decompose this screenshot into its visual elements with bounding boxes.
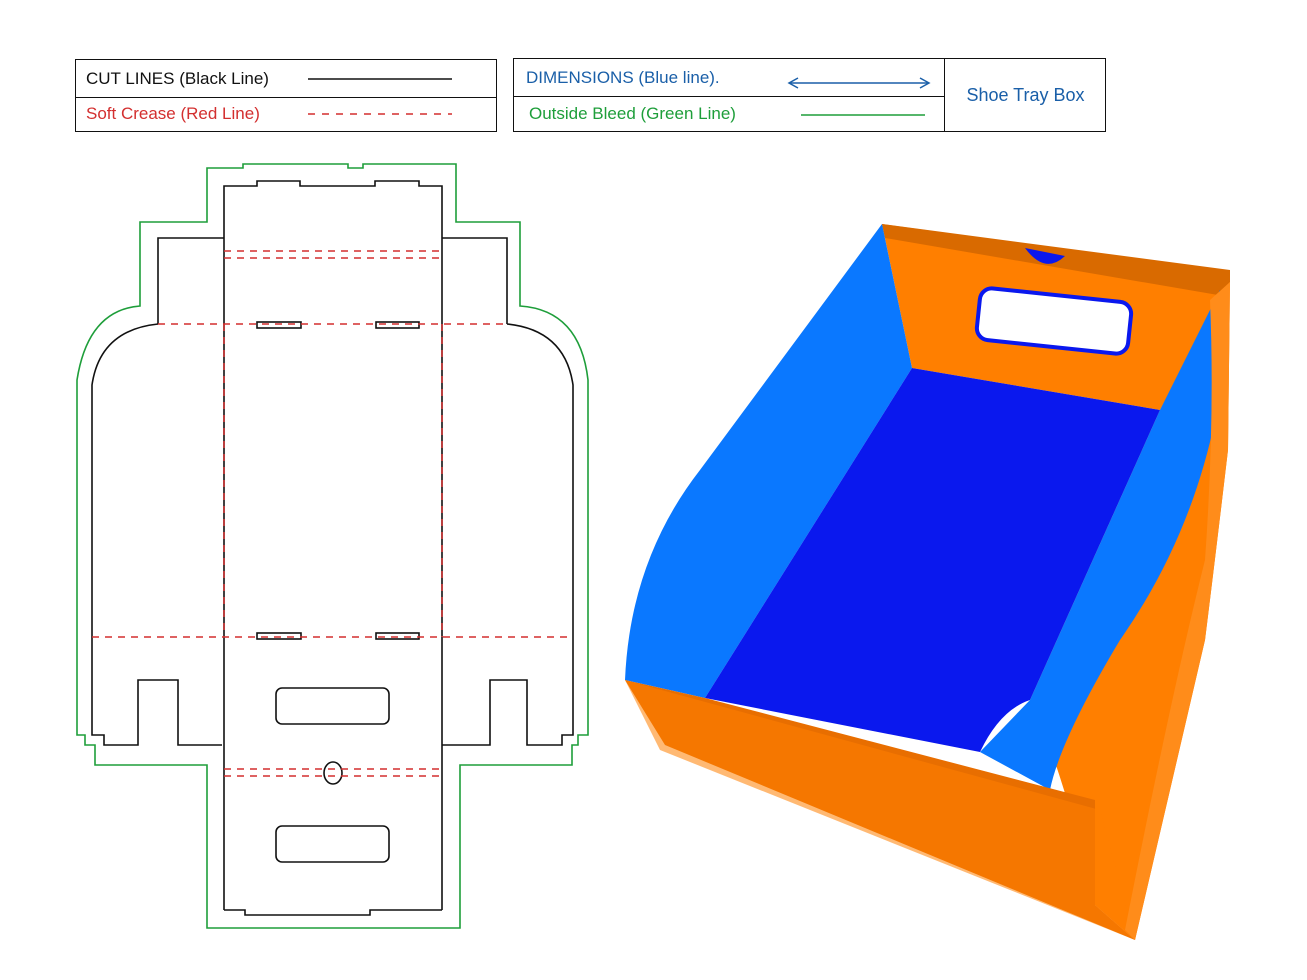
tray-thumb-notch <box>1025 248 1065 264</box>
legend-row-cut-lines: CUT LINES (Black Line) <box>76 60 496 98</box>
crease-lines <box>92 250 573 777</box>
legend-row-soft-crease: Soft Crease (Red Line) <box>76 97 496 131</box>
legend-row-dimensions: DIMENSIONS (Blue line). <box>514 59 944 97</box>
tray-right-inner-wall <box>980 290 1220 790</box>
dimension-arrow-sample <box>787 77 931 89</box>
tray-3d-render <box>625 224 1230 940</box>
legend-table-right: DIMENSIONS (Blue line). Outside Bleed (G… <box>513 58 1106 132</box>
product-title: Shoe Tray Box <box>966 84 1085 105</box>
dieline-drawing <box>76 163 589 929</box>
bleed-line-sample <box>801 114 925 116</box>
tray-floor <box>705 368 1160 752</box>
cut-lines <box>91 180 574 916</box>
tray-left-inner-wall <box>625 224 912 698</box>
cut-lines-label: CUT LINES (Black Line) <box>86 68 269 88</box>
tray-front-wall-face <box>625 680 1135 940</box>
cut-line-sample <box>308 78 452 80</box>
tray-right-rim <box>1125 282 1230 940</box>
tray-handle-hole <box>974 286 1134 356</box>
outside-bleed-label: Outside Bleed (Green Line) <box>529 103 736 123</box>
dimensions-label: DIMENSIONS (Blue line). <box>526 67 720 87</box>
legend-divider <box>944 59 945 131</box>
legend-table-left: CUT LINES (Black Line) Soft Crease (Red … <box>75 59 497 132</box>
soft-crease-label: Soft Crease (Red Line) <box>86 104 260 123</box>
crease-line-sample <box>308 113 452 115</box>
legend-row-outside-bleed: Outside Bleed (Green Line) <box>514 96 944 131</box>
outside-bleed-outline <box>76 163 589 929</box>
